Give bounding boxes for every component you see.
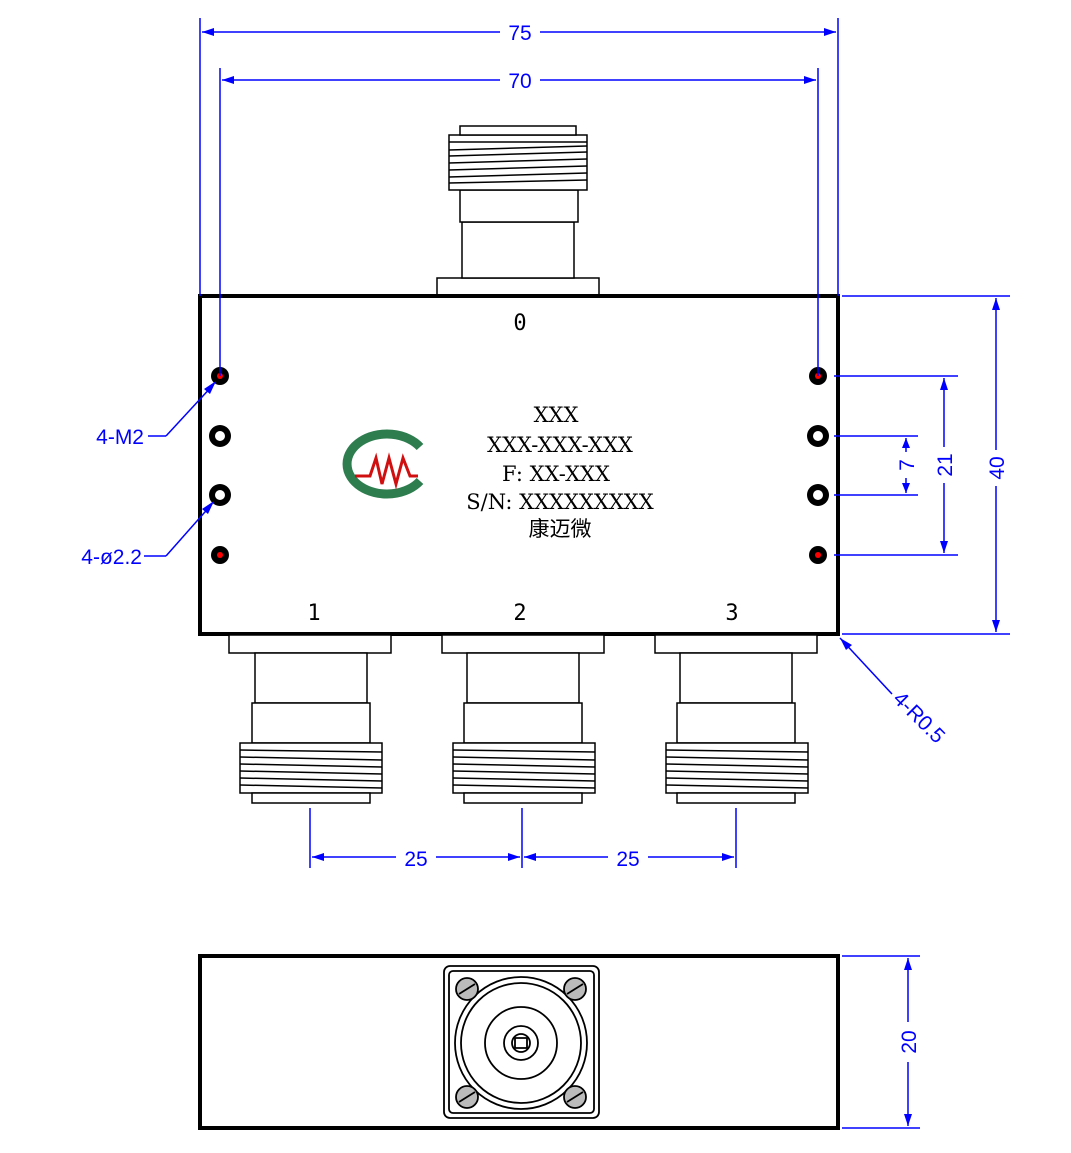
mounting-holes-right <box>807 367 829 564</box>
mounting-holes-left <box>209 367 231 564</box>
dim-hole-pitch-inner: 7 <box>896 459 919 471</box>
port-label-1: 1 <box>307 601 320 626</box>
dim-body-height: 40 <box>986 456 1009 479</box>
hole-m2-icon <box>809 546 827 564</box>
dim-port-spacing-right: 25 <box>616 848 639 871</box>
company-logo <box>342 429 424 499</box>
port-label-2: 2 <box>513 601 526 626</box>
product-label: XXX XXX-XXX-XXX F: XX-XXX S/N: XXXXXXXXX… <box>466 403 653 541</box>
connector-port-0 <box>436 125 600 297</box>
label-line-1: XXX <box>534 403 579 427</box>
hole-m2-icon <box>211 546 229 564</box>
body-outline <box>198 294 840 636</box>
connector-port-2 <box>441 634 605 804</box>
connector-port-3 <box>654 634 818 804</box>
dimensions <box>144 18 1010 1129</box>
label-line-2: XXX-XXX-XXX <box>487 433 633 457</box>
connector-port-1 <box>228 634 392 804</box>
dim-side-height: 20 <box>898 1030 921 1053</box>
port-label-0: 0 <box>513 311 526 336</box>
callout-through-holes: 4-ø2.2 <box>81 546 142 569</box>
label-line-5: 康迈微 <box>529 517 592 541</box>
callout-threaded-holes: 4-M2 <box>96 426 144 449</box>
callout-corner-radius: 4-R0.5 <box>888 687 949 748</box>
dim-hole-span: 70 <box>508 70 531 93</box>
port-label-3: 3 <box>725 601 738 626</box>
hole-through-icon <box>209 484 231 506</box>
hole-through-icon <box>807 484 829 506</box>
top-view: 0 1 2 3 XXX XXX-XXX-XXX F: XX-XXX S/N: X… <box>198 125 840 804</box>
side-body-outline <box>198 954 840 1130</box>
connector-face-icon <box>443 965 600 1119</box>
hole-through-icon <box>209 425 231 447</box>
label-line-4: S/N: XXXXXXXXX <box>466 490 653 514</box>
dim-port-spacing-left: 25 <box>404 848 427 871</box>
side-view <box>198 954 840 1130</box>
hole-through-icon <box>807 425 829 447</box>
dim-overall-width: 75 <box>508 22 531 45</box>
label-line-3: F: XX-XXX <box>502 462 610 486</box>
dim-hole-pitch-outer: 21 <box>934 453 957 476</box>
